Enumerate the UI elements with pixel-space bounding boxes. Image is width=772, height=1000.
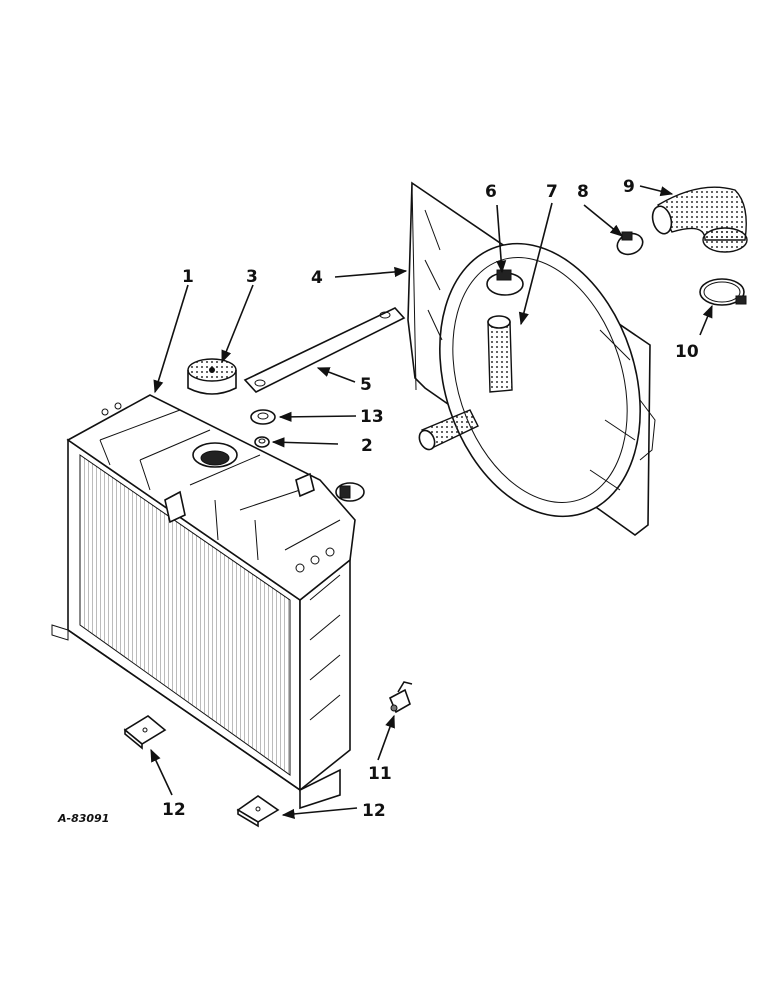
callout-12-left: 12 — [162, 800, 186, 820]
radiator-cap — [187, 358, 237, 395]
callout-7: 7 — [546, 182, 558, 202]
callout-9: 9 — [623, 177, 635, 197]
lower-pipe — [418, 409, 479, 451]
callout-4: 4 — [311, 268, 323, 288]
callout-11: 11 — [368, 764, 392, 784]
upper-hose — [487, 315, 513, 393]
callout-3: 3 — [246, 267, 258, 287]
figure-reference: A-83091 — [57, 812, 109, 825]
strap — [243, 307, 406, 393]
callout-2: 2 — [361, 436, 373, 456]
elbow-hose — [651, 186, 748, 253]
callouts: 1 3 4 5 13 2 6 7 8 9 10 11 12 12 — [162, 177, 699, 821]
nut — [254, 436, 270, 448]
hose-clamp-lower — [335, 482, 365, 502]
hose-clamp — [486, 269, 524, 296]
rubber-pad-right — [236, 795, 280, 828]
hose-clamp-small — [616, 231, 644, 256]
callout-1: 1 — [182, 267, 194, 287]
rubber-pad-left — [123, 715, 167, 750]
callout-10: 10 — [675, 342, 699, 362]
callout-8: 8 — [577, 182, 589, 202]
callout-13: 13 — [360, 407, 384, 427]
washer — [250, 409, 276, 425]
callout-5: 5 — [360, 375, 372, 395]
radiator — [51, 394, 356, 810]
callout-12-right: 12 — [362, 801, 386, 821]
leader-lines — [150, 185, 713, 820]
drain-cock — [388, 681, 413, 714]
clamp-ring — [699, 278, 747, 306]
callout-6: 6 — [485, 182, 497, 202]
fan-shroud — [407, 181, 656, 536]
